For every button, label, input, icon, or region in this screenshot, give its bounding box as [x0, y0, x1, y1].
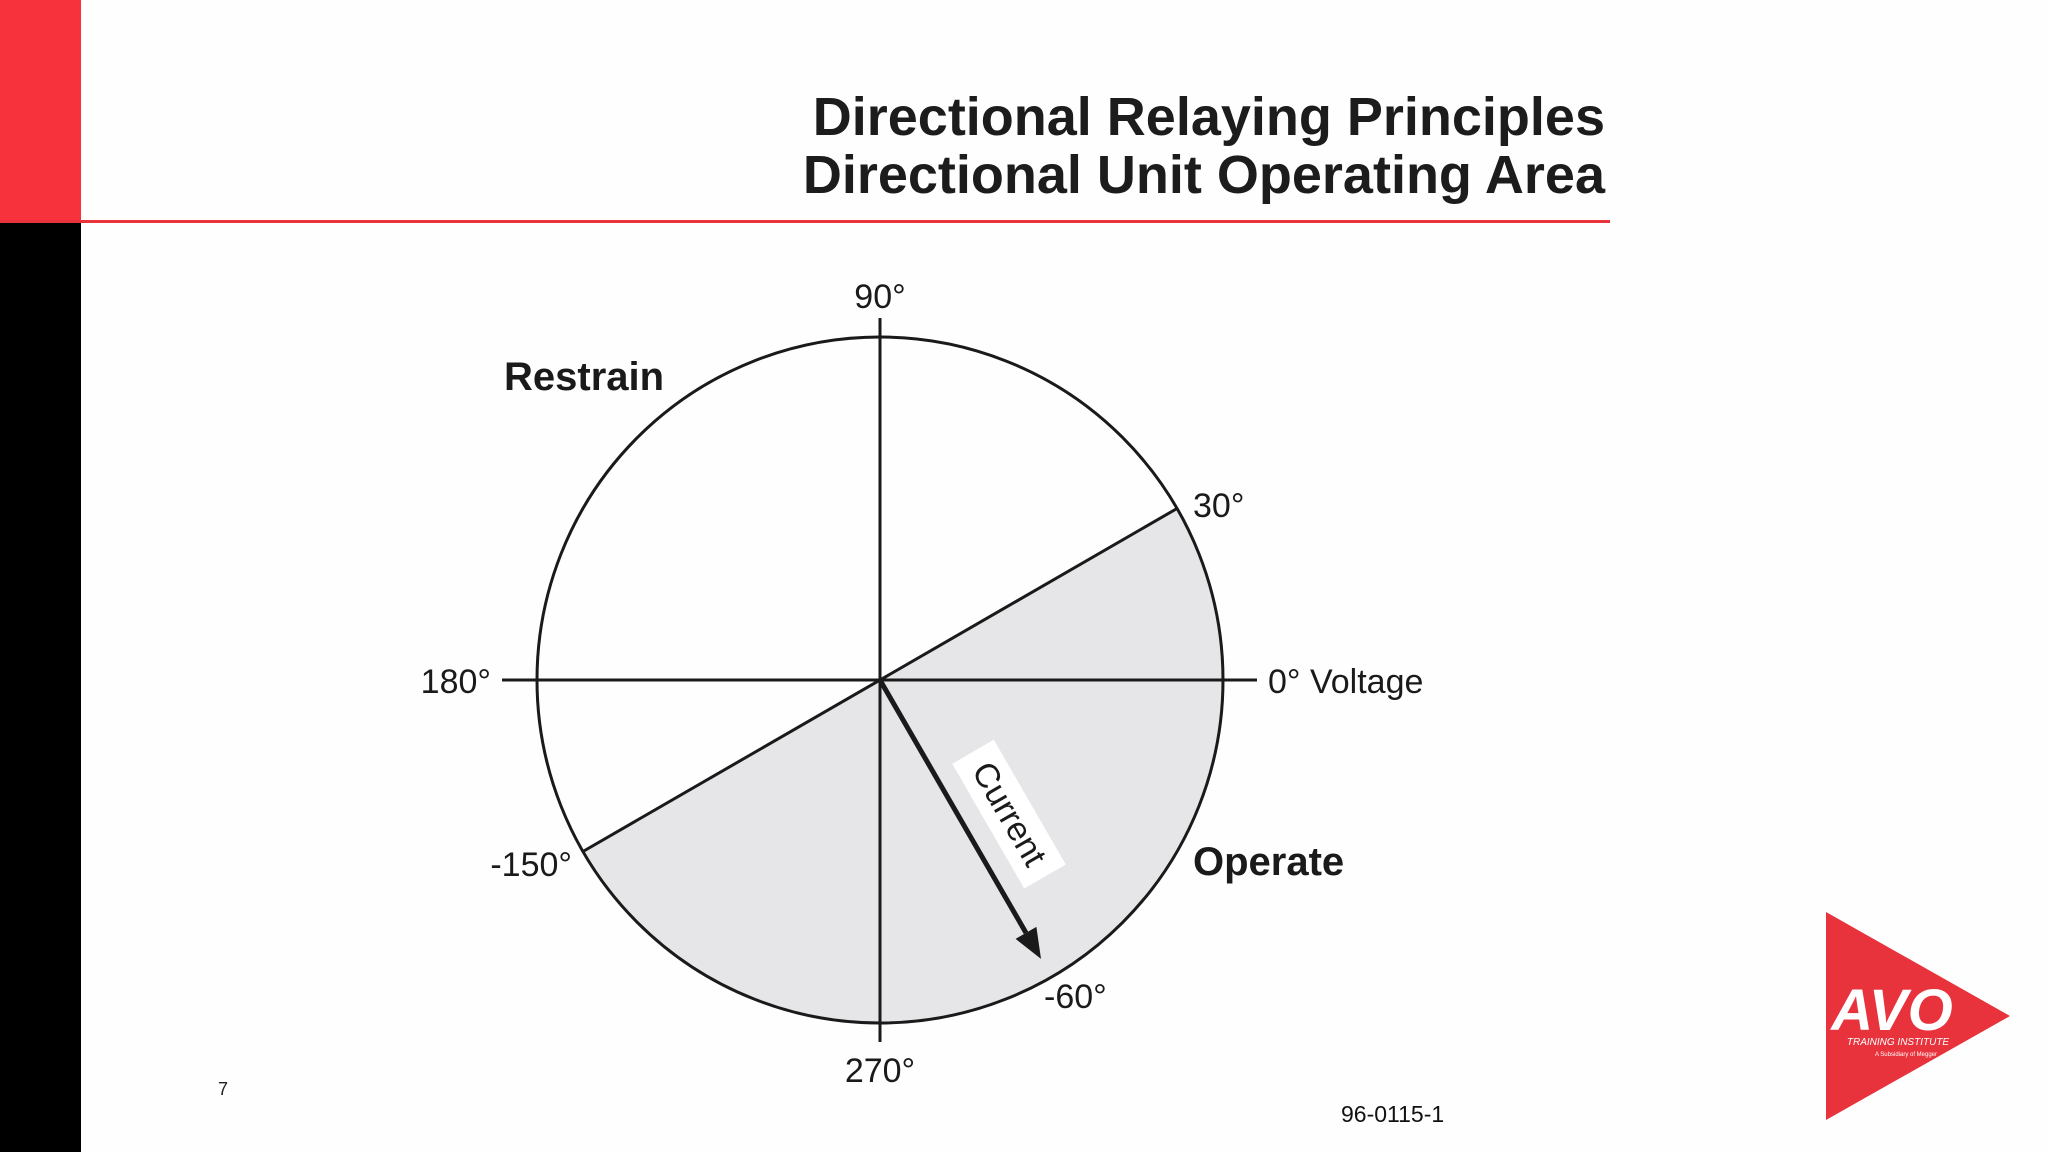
- page-number: 7: [218, 1079, 229, 1099]
- label-90-deg: 90°: [854, 278, 905, 316]
- slide-title: Directional Relaying Principles Directio…: [803, 88, 1605, 204]
- sidebar-accent-red: [0, 0, 81, 220]
- figure-id: 96-0115-1: [1341, 1101, 1445, 1127]
- logo-subtitle: TRAINING INSTITUTE: [1847, 1037, 1950, 1048]
- label-neg60-deg: -60°: [1044, 978, 1107, 1016]
- operate-zone: [582, 508, 1223, 1024]
- sidebar-black-bar: [0, 222, 81, 1152]
- logo-text: AVO: [1829, 978, 1952, 1043]
- title-line-1: Directional Relaying Principles: [812, 87, 1605, 147]
- label-180-deg: 180°: [421, 663, 491, 701]
- label-neg150-deg: -150°: [490, 846, 572, 884]
- current-arrowhead: [1015, 926, 1041, 959]
- label-30-deg: 30°: [1193, 487, 1244, 525]
- avo-logo: AVO TRAINING INSTITUTE A Subsidiary of M…: [1826, 912, 2010, 1120]
- logo-triangle: [1826, 912, 2010, 1120]
- label-270-deg: 270°: [845, 1052, 915, 1090]
- restrain-label: Restrain: [504, 355, 664, 399]
- logo-tagline: A Subsidiary of Megger: [1875, 1052, 1937, 1058]
- current-arrow: [877, 678, 1029, 935]
- operate-label: Operate: [1193, 840, 1344, 884]
- label-0-deg-voltage: 0° Voltage: [1268, 663, 1423, 701]
- title-underline: [0, 220, 1610, 223]
- title-line-2: Directional Unit Operating Area: [802, 145, 1605, 205]
